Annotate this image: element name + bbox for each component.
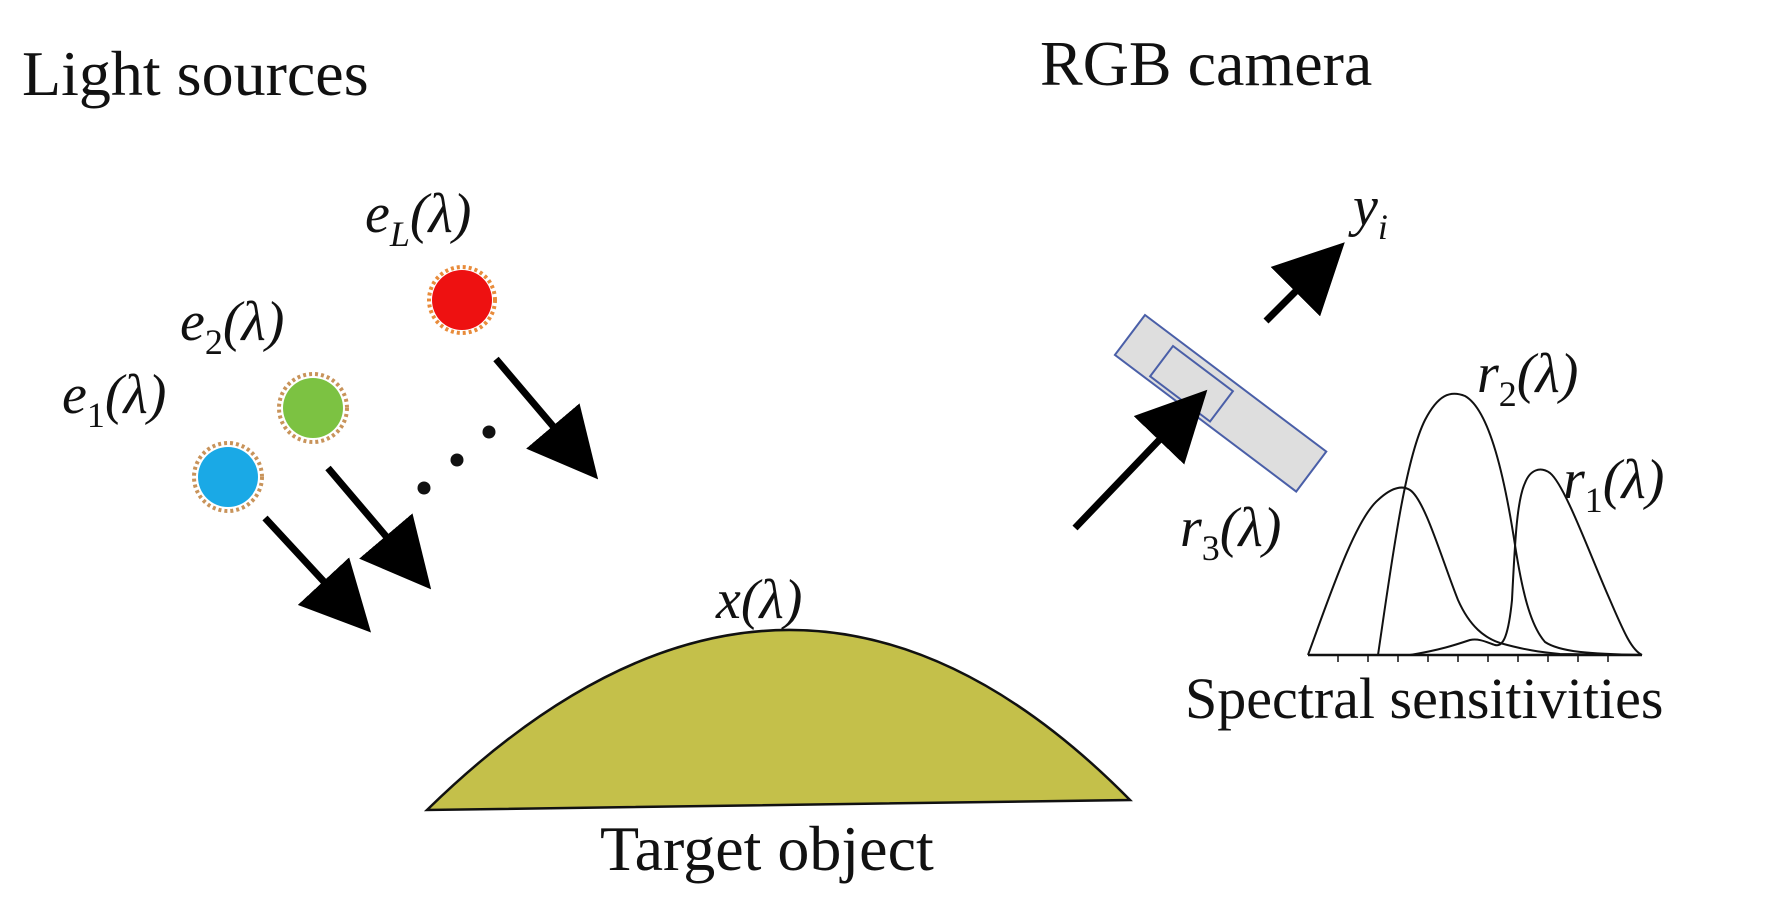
curve-r2 (1377, 392, 1643, 656)
camera-icon (1113, 313, 1328, 493)
arrow-into-camera (1072, 389, 1208, 531)
curve-r1 (1409, 468, 1643, 656)
arrow-camera-output (1263, 242, 1345, 324)
source-2-label-base: e (180, 291, 205, 353)
r3-label-base: r (1180, 497, 1202, 559)
ellipsis-dot (450, 453, 464, 467)
r1-label-arg: (λ) (1603, 449, 1665, 511)
target-object-shape (423, 628, 1133, 812)
source-2-rim (277, 372, 349, 444)
curve-r3 (1307, 486, 1643, 656)
rgb-camera-title: RGB camera (1040, 28, 1372, 99)
r1-label-base: r (1563, 449, 1585, 511)
source-1-label-arg: (λ) (105, 364, 167, 426)
source-1-label-sub: 1 (87, 395, 105, 435)
light-sources-title: Light sources (22, 38, 369, 109)
r2-label-sub: 2 (1499, 374, 1517, 414)
ellipsis-dot (417, 481, 431, 495)
spectral-sensitivity-plot (1307, 392, 1643, 662)
r1-label-sub: 1 (1585, 480, 1603, 520)
source-1-dot (198, 447, 258, 507)
source-1-rim (192, 441, 264, 513)
r3-label-sub: 3 (1202, 528, 1220, 568)
source-2-label-arg: (λ) (223, 291, 285, 353)
r1-label: r1(λ) (1563, 449, 1664, 520)
arrow-source-l (493, 356, 599, 480)
arrow-source-1 (262, 515, 372, 633)
reflectance-label-arg: (λ) (741, 569, 803, 631)
source-2-light (277, 372, 349, 444)
source-l-label-base: e (365, 183, 390, 245)
arrow-source-2 (325, 465, 432, 590)
source-l-label-sub: L (389, 214, 410, 254)
source-l-label-arg: (λ) (410, 183, 472, 245)
source-l-light (427, 265, 497, 335)
reflectance-label: x(λ) (715, 569, 802, 631)
camera-output-label-sub: i (1378, 207, 1388, 247)
camera-output-label: yi (1348, 176, 1388, 247)
source-1-label: e1(λ) (62, 364, 166, 435)
source-l-label: eL(λ) (365, 183, 471, 254)
r3-label: r3(λ) (1180, 497, 1281, 568)
camera-arrows (1072, 242, 1345, 531)
target-object-label: Target object (600, 813, 934, 884)
ellipsis-dots (417, 425, 496, 495)
source-1-label-base: e (62, 364, 87, 426)
ellipsis-dot (482, 425, 496, 439)
plot-ticks (1337, 655, 1609, 662)
source-2-label: e2(λ) (180, 291, 284, 362)
source-2-label-sub: 2 (205, 322, 223, 362)
r3-label-arg: (λ) (1220, 497, 1282, 559)
r2-label-arg: (λ) (1517, 343, 1579, 405)
source-l-dot (432, 270, 492, 330)
source-2-dot (283, 378, 343, 438)
source-1-light (192, 441, 264, 513)
r2-label-base: r (1477, 343, 1499, 405)
reflectance-label-base: x (715, 569, 741, 631)
source-l-rim (427, 265, 497, 335)
camera-output-label-base: y (1348, 176, 1378, 238)
illumination-arrows (262, 356, 599, 633)
r2-label: r2(λ) (1477, 343, 1578, 414)
spectral-sensitivities-label: Spectral sensitivities (1185, 666, 1663, 731)
